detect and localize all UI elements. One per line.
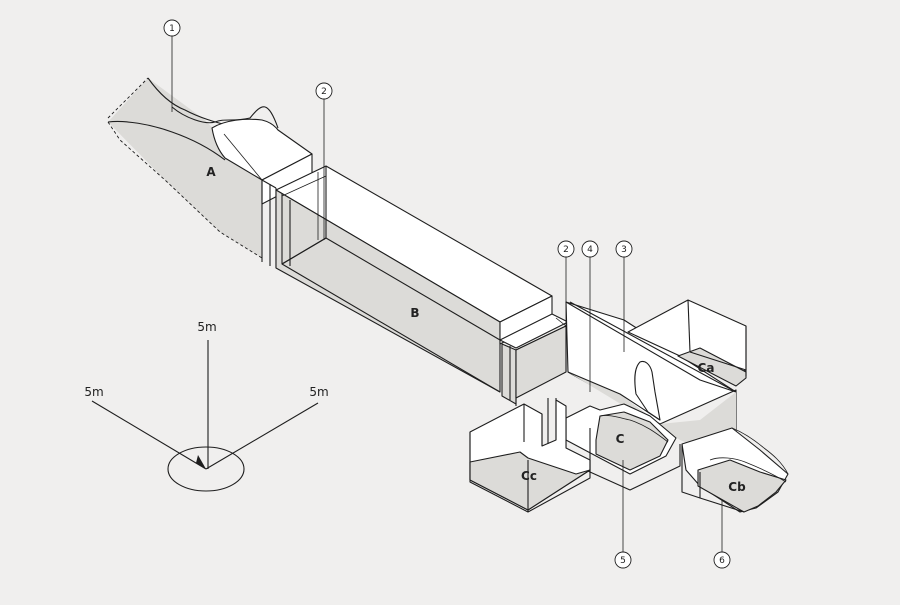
callout-6: 6 [713, 551, 731, 569]
corridor-b [275, 165, 553, 393]
chamber-cc [469, 398, 591, 513]
callout-2-lower-number: 2 [563, 245, 569, 255]
chamber-c [565, 403, 681, 491]
scale-indicator: 5m 5m 5m [84, 320, 329, 492]
callout-6-number: 6 [719, 556, 725, 566]
callout-2-lower: 2 [557, 240, 575, 258]
label-chamber-cb: Cb [728, 480, 746, 494]
callout-leaders [171, 36, 723, 552]
callout-1-number: 1 [169, 24, 175, 34]
callout-1: 1 [163, 19, 181, 37]
callout-5-number: 5 [620, 556, 626, 566]
callout-4-number: 4 [587, 245, 593, 255]
callout-3-number: 3 [621, 245, 627, 255]
callout-2-upper-number: 2 [321, 87, 327, 97]
scale-label-vertical: 5m [197, 320, 216, 334]
scale-label-left: 5m [84, 385, 103, 399]
callout-2-upper: 2 [315, 82, 333, 100]
label-chamber-cc: Cc [521, 469, 537, 483]
label-chamber-a: A [206, 165, 216, 179]
chamber-cb [681, 427, 789, 513]
chamber-a [107, 77, 313, 262]
label-chamber-b: B [410, 306, 419, 320]
scale-label-right: 5m [309, 385, 328, 399]
callout-3: 3 [615, 240, 633, 258]
label-chamber-c: C [616, 432, 625, 446]
scale-origin-marker [196, 455, 206, 469]
passage-bc [499, 313, 569, 406]
label-chamber-ca: Ca [698, 361, 715, 375]
callout-5: 5 [614, 551, 632, 569]
chamber-ca [627, 299, 747, 387]
callout-4: 4 [581, 240, 599, 258]
